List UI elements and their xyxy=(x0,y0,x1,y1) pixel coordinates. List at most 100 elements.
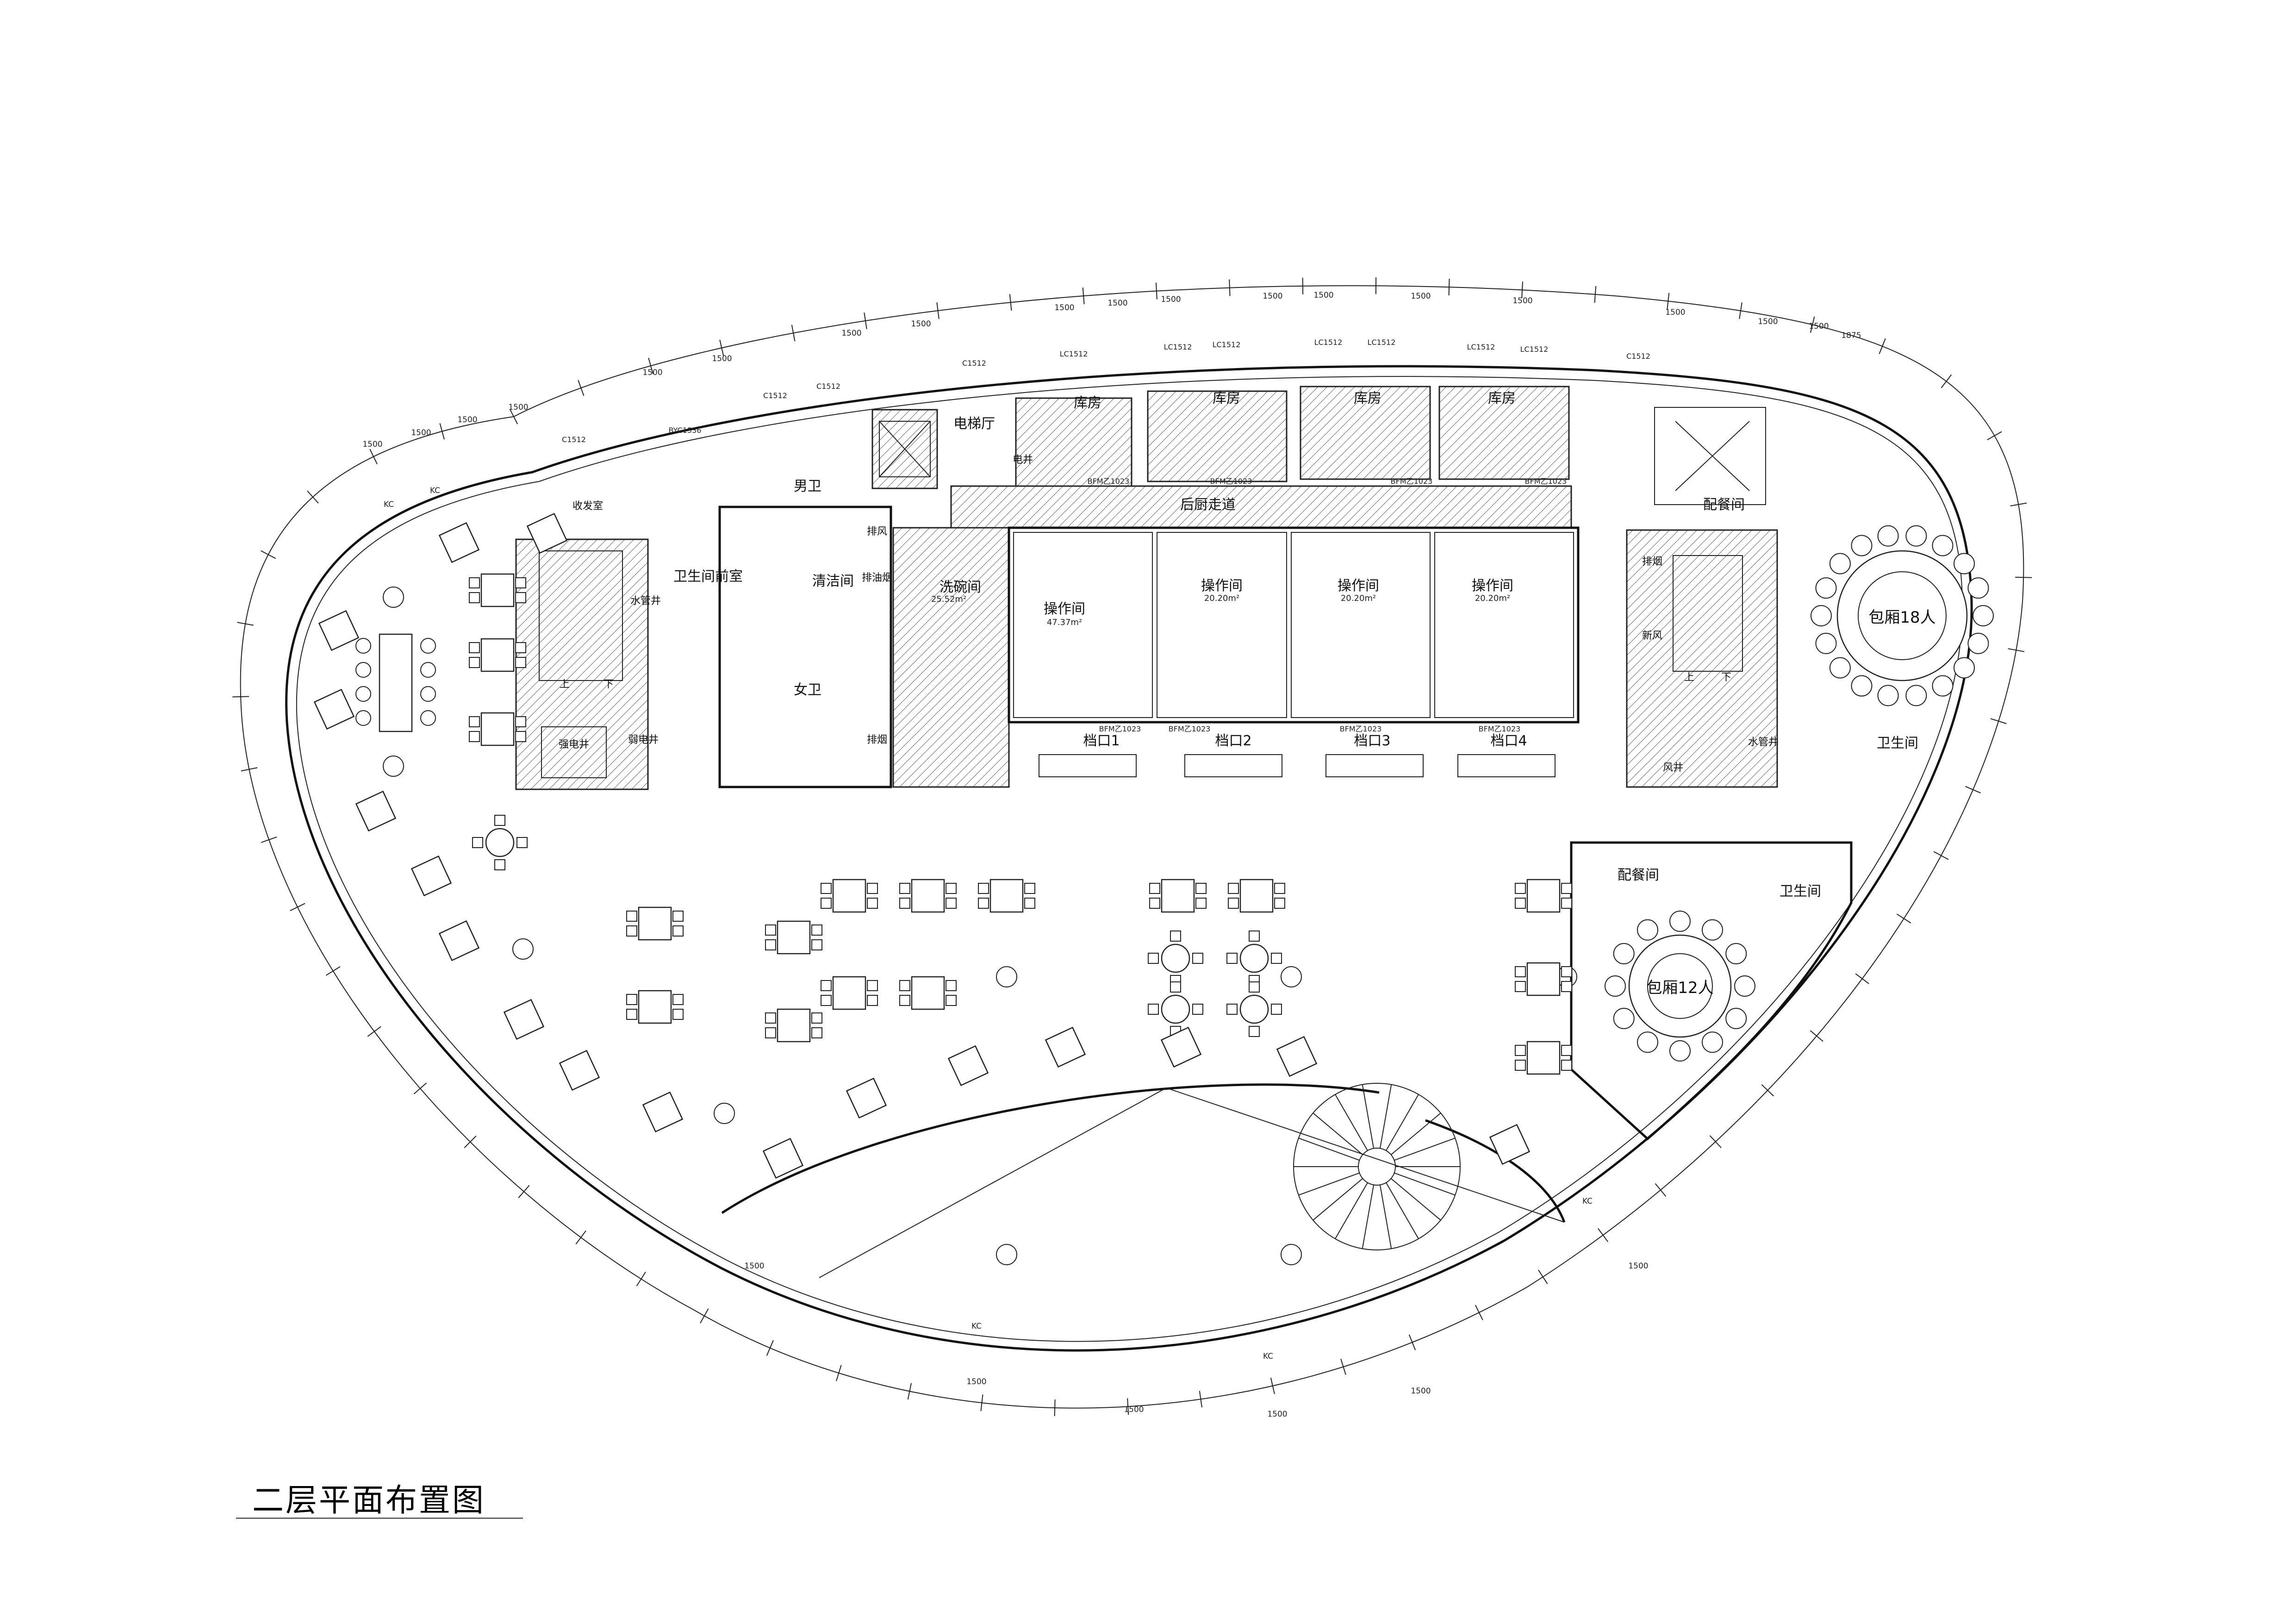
dim-segment: 1500 xyxy=(1263,292,1282,301)
door-label: BFM乙1023 xyxy=(1169,725,1211,733)
chair xyxy=(515,592,526,603)
chair xyxy=(672,1009,684,1020)
chair xyxy=(626,925,637,937)
chair xyxy=(1228,883,1239,894)
label-back-corridor: 后厨走道 xyxy=(1180,497,1236,513)
chair xyxy=(355,710,371,726)
private-room-12-turntable xyxy=(1647,953,1713,1019)
dimension-tick xyxy=(936,302,940,319)
dimension-tick xyxy=(1761,1084,1774,1097)
dim-segment: 1500 xyxy=(411,428,431,437)
elevator-cross-b xyxy=(1675,421,1750,491)
long-table xyxy=(379,633,413,732)
window-label: LC1512 xyxy=(1213,340,1241,349)
stall-counter-1 xyxy=(1039,754,1137,777)
chair xyxy=(1815,632,1837,654)
label-fresh-air: 新风 xyxy=(1642,630,1662,642)
chair xyxy=(867,980,878,991)
dimension-tick xyxy=(413,1082,427,1094)
dim-segment: 1500 xyxy=(1161,295,1181,304)
dimension-tick xyxy=(1155,282,1157,300)
chair xyxy=(978,883,989,894)
spiral-stair-steps xyxy=(1294,1084,1460,1249)
chair xyxy=(469,716,480,727)
dimension-tick xyxy=(367,1026,381,1037)
chair xyxy=(1515,1045,1526,1056)
spiral-step xyxy=(1394,1172,1456,1196)
dimension-tick xyxy=(261,550,276,559)
storage-room-2-block xyxy=(1147,390,1288,482)
spiral-step xyxy=(1394,1137,1456,1161)
dining-table xyxy=(1276,1036,1318,1077)
chair xyxy=(1195,883,1207,894)
chair xyxy=(1249,981,1260,993)
column xyxy=(996,966,1017,987)
chair xyxy=(946,898,957,909)
column xyxy=(1281,966,1302,987)
window-label: C1512 xyxy=(1626,352,1650,361)
atrium-void-edge-right xyxy=(1425,1119,1566,1223)
chair xyxy=(1170,931,1181,942)
chair xyxy=(899,883,910,894)
chair xyxy=(1702,1031,1723,1053)
chair xyxy=(515,577,526,588)
round-table xyxy=(485,828,515,857)
chair xyxy=(1905,685,1927,706)
window-label: LC1512 xyxy=(1164,343,1192,351)
dimension-tick xyxy=(836,1365,842,1381)
dimension-tick xyxy=(464,1136,477,1148)
chair xyxy=(1972,605,1994,626)
chair xyxy=(946,995,957,1006)
label-stair-up-2: 上 xyxy=(1684,672,1694,683)
dim-segment: 1500 xyxy=(1267,1410,1287,1419)
left-elevator-cross-b xyxy=(879,421,931,477)
dimension-tick xyxy=(518,1185,530,1199)
chair xyxy=(1725,943,1747,964)
label-operation-4: 操作间 xyxy=(1472,578,1513,594)
dim-segment: 1500 xyxy=(508,403,528,412)
dining-table xyxy=(355,790,397,832)
dining-table xyxy=(313,688,355,730)
dimension-tick xyxy=(1199,1391,1202,1408)
dim-segment: 1500 xyxy=(841,329,861,338)
chair xyxy=(821,883,832,894)
label-private-room-12: 包厢12人 xyxy=(1646,979,1713,997)
label-private-room-18: 包厢18人 xyxy=(1868,608,1935,627)
chair xyxy=(867,883,878,894)
dimension-tick xyxy=(241,767,258,772)
dining-table xyxy=(1239,879,1274,913)
window-label: LC1512 xyxy=(1368,338,1396,347)
back-corridor-block xyxy=(950,485,1572,529)
label-storage-3: 库房 xyxy=(1354,390,1381,406)
chair xyxy=(899,995,910,1006)
round-table xyxy=(1239,994,1269,1024)
window-label: C1512 xyxy=(962,359,986,368)
chair xyxy=(355,638,371,654)
chair xyxy=(899,898,910,909)
dim-segment: 1500 xyxy=(362,440,382,449)
chair xyxy=(1877,525,1899,547)
chair xyxy=(1515,898,1526,909)
chair xyxy=(821,898,832,909)
spiral-step xyxy=(1298,1137,1360,1161)
grid-mark: KC xyxy=(1582,1197,1593,1206)
dim-segment: 1500 xyxy=(1124,1405,1144,1414)
chair xyxy=(672,925,684,937)
right-elevator-core xyxy=(1654,407,1766,505)
chair xyxy=(1271,1004,1282,1015)
dining-table xyxy=(438,920,480,962)
column xyxy=(512,938,534,960)
dimension-tick xyxy=(648,357,653,374)
spiral-step xyxy=(1335,1182,1368,1239)
spiral-step xyxy=(1379,1185,1392,1249)
dimension-tick xyxy=(719,339,724,356)
chair xyxy=(1561,966,1572,977)
chair xyxy=(765,1012,776,1024)
dimension-tick xyxy=(1598,1228,1609,1243)
chair xyxy=(1195,898,1207,909)
column xyxy=(383,756,404,777)
dimension-tick xyxy=(369,449,378,464)
chair xyxy=(515,642,526,653)
chair xyxy=(1669,1040,1691,1062)
spiral-step xyxy=(1313,1178,1363,1221)
